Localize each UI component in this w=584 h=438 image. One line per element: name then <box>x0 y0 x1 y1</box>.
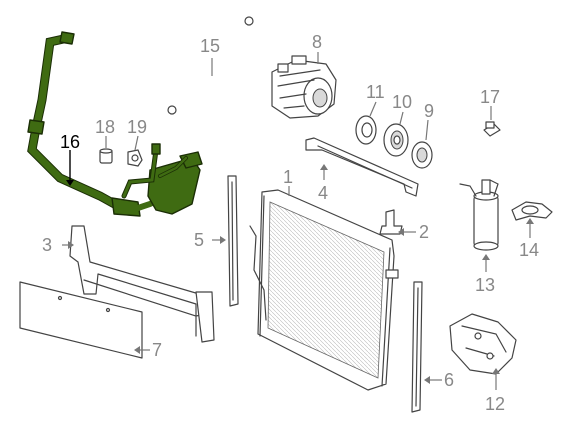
part-10-pulley[interactable] <box>383 123 409 157</box>
part-6-side-seal[interactable] <box>411 281 423 413</box>
callout-5: 5 <box>194 230 204 250</box>
part-7-air-deflector[interactable] <box>19 281 143 359</box>
callout-1: 1 <box>283 167 293 187</box>
callout-2: 2 <box>419 222 429 242</box>
callout-12: 12 <box>485 394 505 414</box>
callout-9: 9 <box>424 101 434 121</box>
callout-11: 11 <box>366 82 385 102</box>
callout-labels: 1 2 3 4 5 6 7 8 9 10 11 12 13 14 15 16 1… <box>42 32 539 414</box>
callout-19: 19 <box>127 117 147 137</box>
part-8-compressor[interactable] <box>271 55 337 119</box>
callout-10: 10 <box>392 92 412 112</box>
callout-7: 7 <box>152 340 162 360</box>
part-16-ac-hose-highlighted[interactable] <box>27 31 203 217</box>
part-2-bracket[interactable] <box>379 209 403 235</box>
part-1-condenser[interactable] <box>249 189 399 391</box>
part-9-clutch-plate[interactable] <box>411 141 433 169</box>
part-4-seal-strip[interactable] <box>305 137 419 197</box>
callout-17: 17 <box>480 87 500 107</box>
part-19-fitting[interactable] <box>127 149 143 167</box>
part-13-receiver-drier[interactable] <box>459 179 499 251</box>
callout-14: 14 <box>519 240 539 260</box>
callout-6: 6 <box>444 370 454 390</box>
part-12-bracket[interactable] <box>449 313 517 375</box>
callout-8: 8 <box>312 32 322 52</box>
part-17-pressure-switch[interactable] <box>483 121 501 137</box>
part-11-clutch-coil[interactable] <box>355 115 377 145</box>
leader-lines <box>62 52 534 390</box>
callout-15: 15 <box>200 36 220 56</box>
part-18-cap[interactable] <box>99 148 113 164</box>
part-3-support-frame[interactable] <box>69 225 215 343</box>
callout-18: 18 <box>95 117 115 137</box>
part-5-side-seal[interactable] <box>227 175 239 307</box>
callout-3: 3 <box>42 235 52 255</box>
callout-4: 4 <box>318 183 328 203</box>
callout-16: 16 <box>60 132 80 152</box>
part-14-strap[interactable] <box>511 201 553 221</box>
part-15-ac-line[interactable] <box>167 16 254 115</box>
callout-13: 13 <box>475 275 495 295</box>
